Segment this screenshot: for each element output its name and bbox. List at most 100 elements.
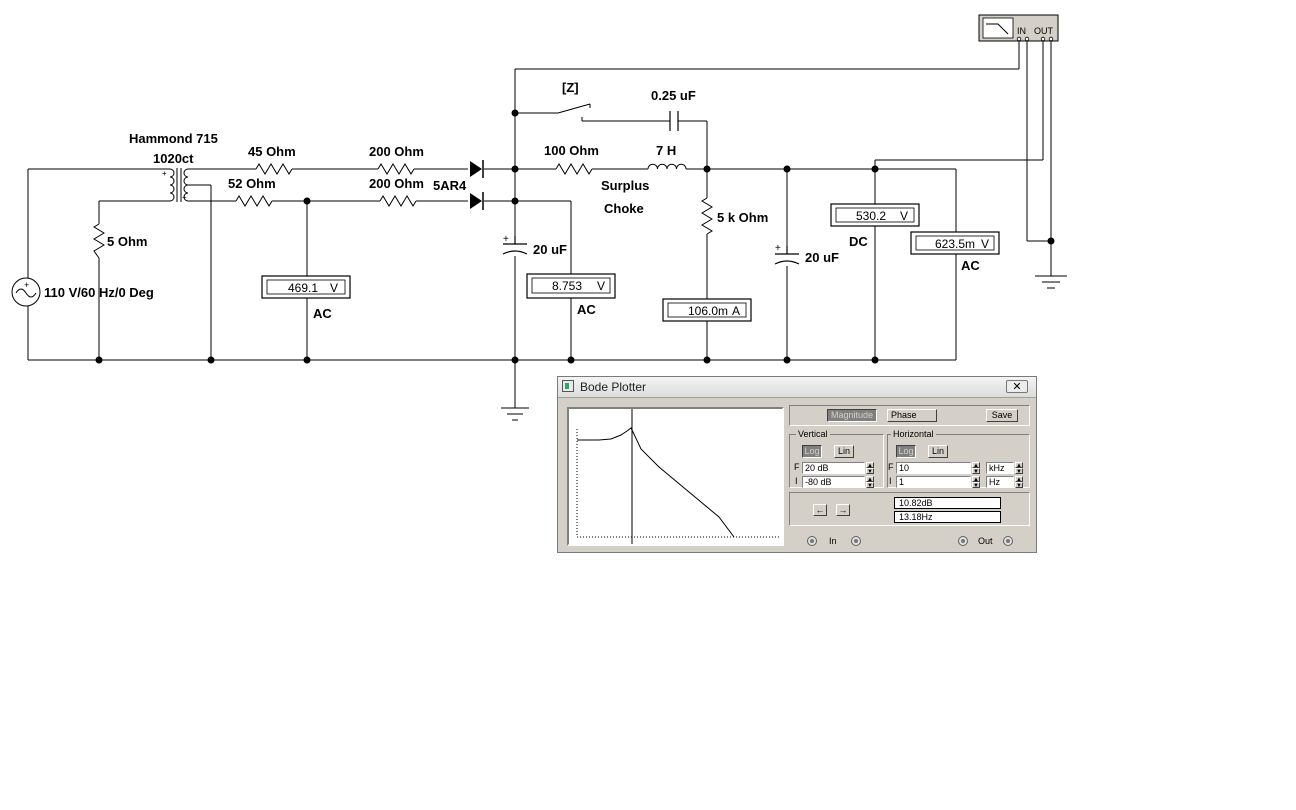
inductor-label: 7 H (656, 143, 676, 158)
cursor-right-button[interactable]: → (836, 504, 850, 516)
horizontal-final-field[interactable]: 10 (896, 462, 971, 474)
resistor-200-ohm-top-icon (377, 163, 415, 175)
switch-icon[interactable] (557, 103, 591, 121)
horizontal-i-label: I (889, 476, 892, 486)
voltmeter-ac-ripple-value: 623.5m (935, 237, 975, 251)
vertical-group: Vertical Log Lin F 20 dB ▲▼ I -80 dB ▲▼ (789, 429, 884, 489)
vertical-log-button[interactable]: Log (802, 445, 822, 458)
resistor-52-ohm-icon (235, 195, 273, 207)
horizontal-initial-unit-stepper[interactable]: ▲▼ (1015, 476, 1023, 489)
ammeter-value: 106.0m (688, 304, 728, 318)
in-label: In (829, 536, 837, 546)
choke-label-2: Choke (604, 201, 644, 216)
cap-20uf-right-label: 20 uF (805, 250, 839, 265)
switch-label: [Z] (562, 80, 579, 95)
voltmeter-dc-value: 530.2 (856, 209, 886, 223)
in-terminal-negative[interactable] (851, 536, 861, 546)
capacitor-20uf-left-icon (502, 236, 528, 255)
vertical-final-field[interactable]: 20 dB (802, 462, 865, 474)
diode-bottom-icon[interactable] (470, 192, 484, 210)
voltmeter-1-mode: AC (313, 306, 332, 321)
voltmeter-dc[interactable]: 530.2 V (830, 203, 920, 227)
out-terminal-negative[interactable] (1003, 536, 1013, 546)
transformer-plus-1: + (162, 169, 167, 178)
r-5-ohm-label: 5 Ohm (107, 234, 147, 249)
resistors (93, 163, 713, 259)
ac-source-icon[interactable]: + (11, 277, 41, 307)
voltmeter-1[interactable]: 469.1 V (261, 275, 351, 299)
horizontal-final-unit[interactable]: kHz (986, 462, 1014, 474)
window-icon (562, 380, 574, 392)
resistor-5-ohm-icon (93, 223, 105, 259)
r-52-ohm-label: 52 Ohm (228, 176, 276, 191)
voltmeter-1-unit: V (330, 281, 338, 295)
ammeter-unit: A (732, 304, 740, 318)
voltmeter-2-mode: AC (577, 302, 596, 317)
mode-group: Magnitude Phase Save (789, 405, 1030, 426)
voltmeter-ac-ripple[interactable]: 623.5m V (910, 231, 1000, 255)
magnitude-button[interactable]: Magnitude (827, 409, 877, 422)
transformer-icon[interactable] (169, 168, 189, 202)
close-button[interactable]: ✕ (1006, 380, 1028, 393)
horizontal-final-stepper[interactable]: ▲▼ (972, 462, 980, 475)
transformer-label-1: Hammond 715 (129, 131, 218, 146)
voltmeter-2[interactable]: 8.753 V (526, 273, 616, 299)
transformer-plus-2: + (182, 193, 187, 202)
source-plus: + (24, 280, 29, 290)
window-title: Bode Plotter (580, 380, 647, 394)
horizontal-log-button[interactable]: Log (896, 445, 916, 458)
rectifier-label: 5AR4 (433, 178, 467, 193)
horizontal-initial-stepper[interactable]: ▲▼ (972, 476, 980, 489)
magnitude-readout: 10.82dB (894, 497, 1001, 509)
bode-block-out: OUT (1034, 26, 1054, 36)
voltmeter-ac-ripple-mode: AC (961, 258, 980, 273)
horizontal-final-unit-stepper[interactable]: ▲▼ (1015, 462, 1023, 475)
cursor-left-button[interactable]: ← (813, 504, 827, 516)
source-label: 110 V/60 Hz/0 Deg (44, 285, 154, 300)
save-button[interactable]: Save (986, 409, 1018, 422)
cap-left-plus: + (503, 234, 509, 245)
cap-right-plus: + (775, 243, 781, 254)
transformer-label-2: 1020ct (153, 151, 194, 166)
voltmeter-2-value: 8.753 (552, 279, 582, 293)
out-terminal-positive[interactable] (958, 536, 968, 546)
vertical-initial-field[interactable]: -80 dB (802, 476, 865, 488)
resistor-45-ohm-icon (255, 163, 293, 175)
r-200-ohm-top-label: 200 Ohm (369, 144, 424, 159)
out-label: Out (978, 536, 993, 546)
horizontal-initial-unit[interactable]: Hz (986, 476, 1014, 488)
choke-label-1: Surplus (601, 178, 649, 193)
voltmeter-dc-unit: V (900, 209, 908, 223)
readout-group: ← → 10.82dB 13.18Hz (789, 492, 1030, 526)
bode-plotter-instrument[interactable]: IN OUT (978, 14, 1059, 42)
ground-icon (501, 407, 529, 421)
bode-plot-area[interactable] (567, 407, 784, 546)
horizontal-title: Horizontal (891, 429, 936, 439)
vertical-initial-stepper[interactable]: ▲▼ (866, 476, 874, 489)
bode-block-in: IN (1017, 26, 1026, 36)
vertical-final-stepper[interactable]: ▲▼ (866, 462, 874, 475)
bode-titlebar[interactable]: Bode Plotter ✕ (558, 377, 1036, 398)
ground-icon-right (1035, 275, 1067, 289)
resistor-200-ohm-bottom-icon (379, 195, 417, 207)
horizontal-lin-button[interactable]: Lin (928, 445, 948, 458)
vertical-title: Vertical (796, 429, 830, 439)
cap-025-label: 0.25 uF (651, 88, 696, 103)
r-5k-ohm-label: 5 k Ohm (717, 210, 768, 225)
diode-top-icon[interactable] (470, 160, 484, 178)
ammeter[interactable]: 106.0m A (662, 298, 752, 322)
phase-button[interactable]: Phase (887, 409, 937, 422)
lowpass-icon (986, 23, 1009, 35)
vertical-f-label: F (794, 462, 800, 472)
resistor-5k-ohm-icon (701, 197, 713, 235)
vertical-i-label: I (795, 476, 798, 486)
bode-magnitude-curve (577, 427, 735, 538)
horizontal-group: Horizontal Log Lin F 10 ▲▼ kHz ▲▼ I 1 ▲▼… (887, 429, 1030, 489)
vertical-lin-button[interactable]: Lin (834, 445, 854, 458)
voltmeter-ac-ripple-unit: V (981, 237, 989, 251)
in-terminal-positive[interactable] (807, 536, 817, 546)
voltmeter-2-unit: V (597, 279, 605, 293)
voltmeter-dc-mode: DC (849, 234, 868, 249)
horizontal-initial-field[interactable]: 1 (896, 476, 971, 488)
